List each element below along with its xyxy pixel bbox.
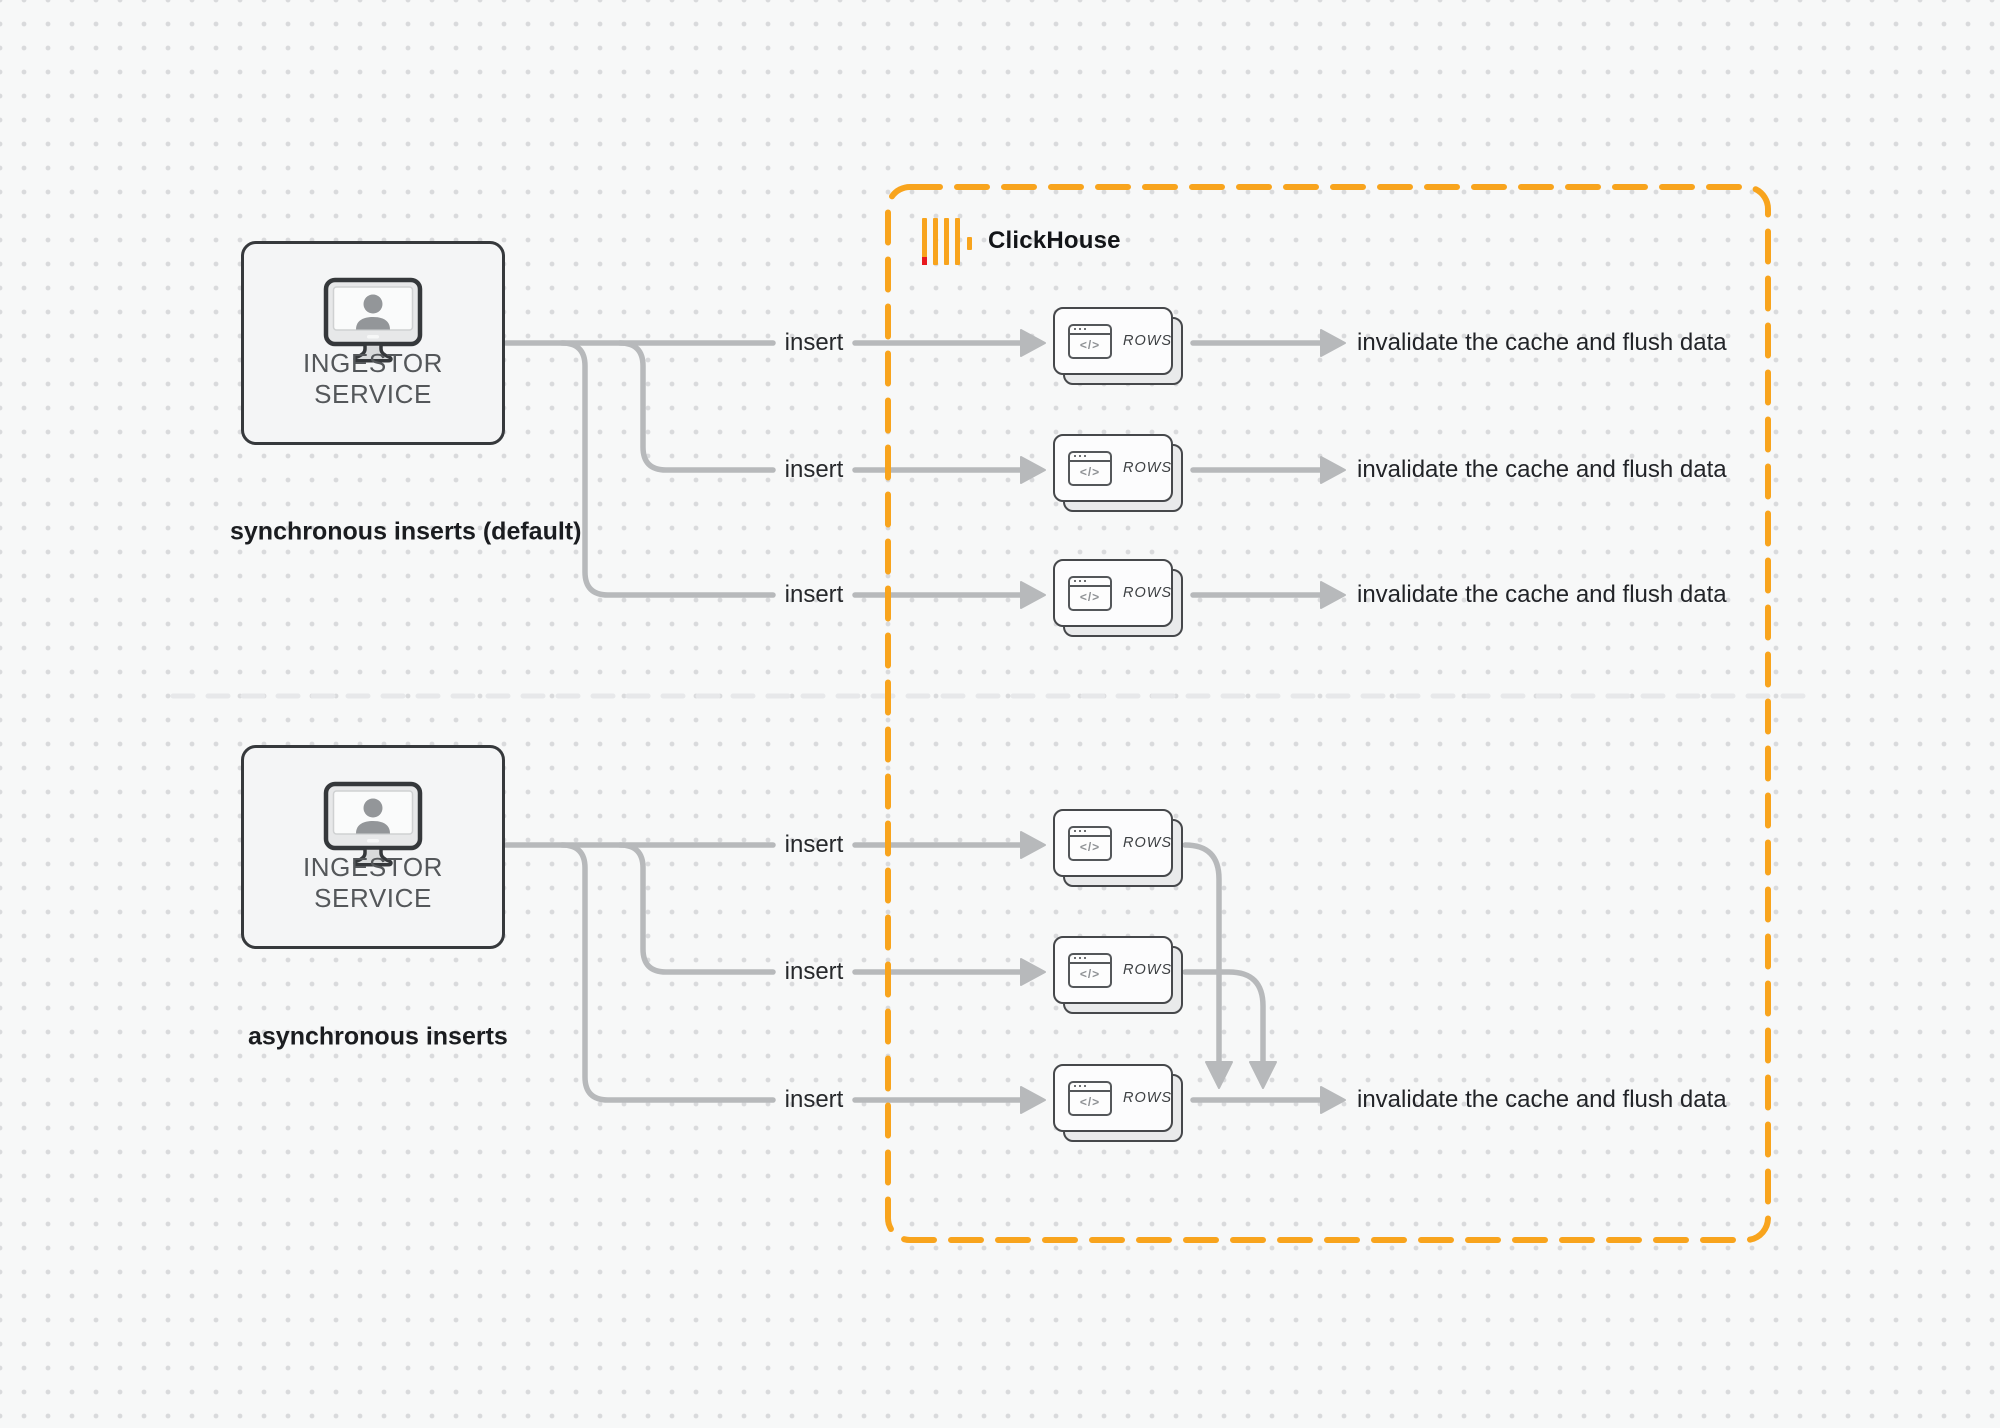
ingestor-service-box-sync: INGESTOR SERVICE (241, 241, 505, 445)
sync-caption: synchronous inserts (default) (230, 517, 582, 546)
rows-card-front: </> ROWS (1053, 559, 1173, 627)
rows-card-front: </> ROWS (1053, 307, 1173, 375)
rows-card: </> ROWS (1053, 936, 1183, 1014)
rows-card: </> ROWS (1053, 809, 1183, 887)
code-window-icon: </> (1068, 323, 1112, 359)
insert-label: insert (784, 1086, 844, 1113)
insert-label: insert (784, 456, 844, 483)
rows-card-front: </> ROWS (1053, 936, 1173, 1004)
insert-label: insert (784, 329, 844, 356)
rows-card-label: ROWS (1123, 585, 1173, 601)
code-window-icon: </> (1068, 825, 1112, 861)
async-caption: asynchronous inserts (248, 1022, 508, 1051)
ingestor-service-label: INGESTOR SERVICE (302, 852, 444, 913)
result-label: invalidate the cache and flush data (1357, 1086, 1727, 1113)
result-label: invalidate the cache and flush data (1357, 581, 1727, 608)
rows-card: </> ROWS (1053, 434, 1183, 512)
insert-label: insert (784, 581, 844, 608)
rows-card: </> ROWS (1053, 559, 1183, 637)
rows-card-label: ROWS (1123, 1090, 1173, 1106)
code-window-icon: </> (1068, 575, 1112, 611)
insert-label: insert (784, 958, 844, 985)
code-window-icon: </> (1068, 952, 1112, 988)
rows-card-front: </> ROWS (1053, 809, 1173, 877)
result-label: invalidate the cache and flush data (1357, 329, 1727, 356)
clickhouse-logo-icon (922, 218, 974, 265)
rows-card-label: ROWS (1123, 460, 1173, 476)
rows-card: </> ROWS (1053, 1064, 1183, 1142)
code-window-icon: </> (1068, 450, 1112, 486)
monitor-user-icon (323, 781, 423, 867)
code-window-icon: </> (1068, 1080, 1112, 1116)
rows-card-label: ROWS (1123, 333, 1173, 349)
rows-card-front: </> ROWS (1053, 434, 1173, 502)
ingestor-service-label: INGESTOR SERVICE (302, 348, 444, 409)
rows-card: </> ROWS (1053, 307, 1183, 385)
rows-card-front: </> ROWS (1053, 1064, 1173, 1132)
insert-label: insert (784, 831, 844, 858)
clickhouse-brand: ClickHouse (988, 227, 1121, 254)
ingestor-service-box-async: INGESTOR SERVICE (241, 745, 505, 949)
rows-card-label: ROWS (1123, 962, 1173, 978)
rows-card-label: ROWS (1123, 835, 1173, 851)
result-label: invalidate the cache and flush data (1357, 456, 1727, 483)
clickhouse-region-border (885, 184, 1771, 1243)
monitor-user-icon (323, 277, 423, 363)
